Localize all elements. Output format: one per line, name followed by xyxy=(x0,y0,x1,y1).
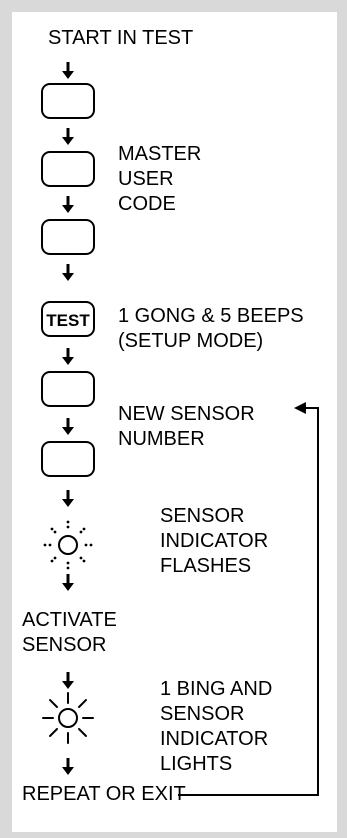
setup-mode-label: (SETUP MODE) xyxy=(118,330,263,352)
indicator-label: INDICATOR xyxy=(160,530,268,552)
down-arrow-icon xyxy=(62,196,74,213)
down-arrow-icon xyxy=(62,128,74,145)
user-label: USER xyxy=(118,168,174,190)
flashes-label: FLASHES xyxy=(160,555,251,577)
activate-label: ACTIVATE xyxy=(22,609,117,631)
test-key-label: TEST xyxy=(46,311,90,330)
master-label: MASTER xyxy=(118,143,201,165)
new-sensor-label: NEW SENSOR xyxy=(118,403,255,425)
flashing-indicator-icon xyxy=(43,520,93,570)
keypad-key-icon xyxy=(41,83,95,119)
lights-indicator-label: INDICATOR xyxy=(160,728,268,750)
activate-sensor-label: SENSOR xyxy=(22,634,106,656)
down-arrow-icon xyxy=(62,490,74,507)
gong-beeps-label: 1 GONG & 5 BEEPS xyxy=(118,305,304,327)
down-arrow-icon xyxy=(62,758,74,775)
keypad-key-icon xyxy=(41,371,95,407)
code-label: CODE xyxy=(118,193,176,215)
keypad-key-icon xyxy=(41,441,95,477)
down-arrow-icon xyxy=(62,348,74,365)
lights-label: LIGHTS xyxy=(160,753,232,775)
keypad-key-icon xyxy=(41,151,95,187)
lit-indicator-icon xyxy=(42,692,94,744)
number-label: NUMBER xyxy=(118,428,205,450)
down-arrow-icon xyxy=(62,418,74,435)
lights-sensor-label: SENSOR xyxy=(160,703,244,725)
test-key-icon xyxy=(41,301,95,337)
down-arrow-icon xyxy=(62,264,74,281)
diagram-panel xyxy=(12,12,337,832)
loop-back-arrow xyxy=(178,402,319,796)
bing-label: 1 BING AND xyxy=(160,678,272,700)
start-in-test-label: START IN TEST xyxy=(48,27,193,49)
down-arrow-icon xyxy=(62,574,74,591)
down-arrow-icon xyxy=(62,62,74,79)
repeat-or-exit-label: REPEAT OR EXIT xyxy=(22,783,186,805)
down-arrow-icon xyxy=(62,672,74,689)
keypad-key-icon xyxy=(41,219,95,255)
sensor-label: SENSOR xyxy=(160,505,244,527)
